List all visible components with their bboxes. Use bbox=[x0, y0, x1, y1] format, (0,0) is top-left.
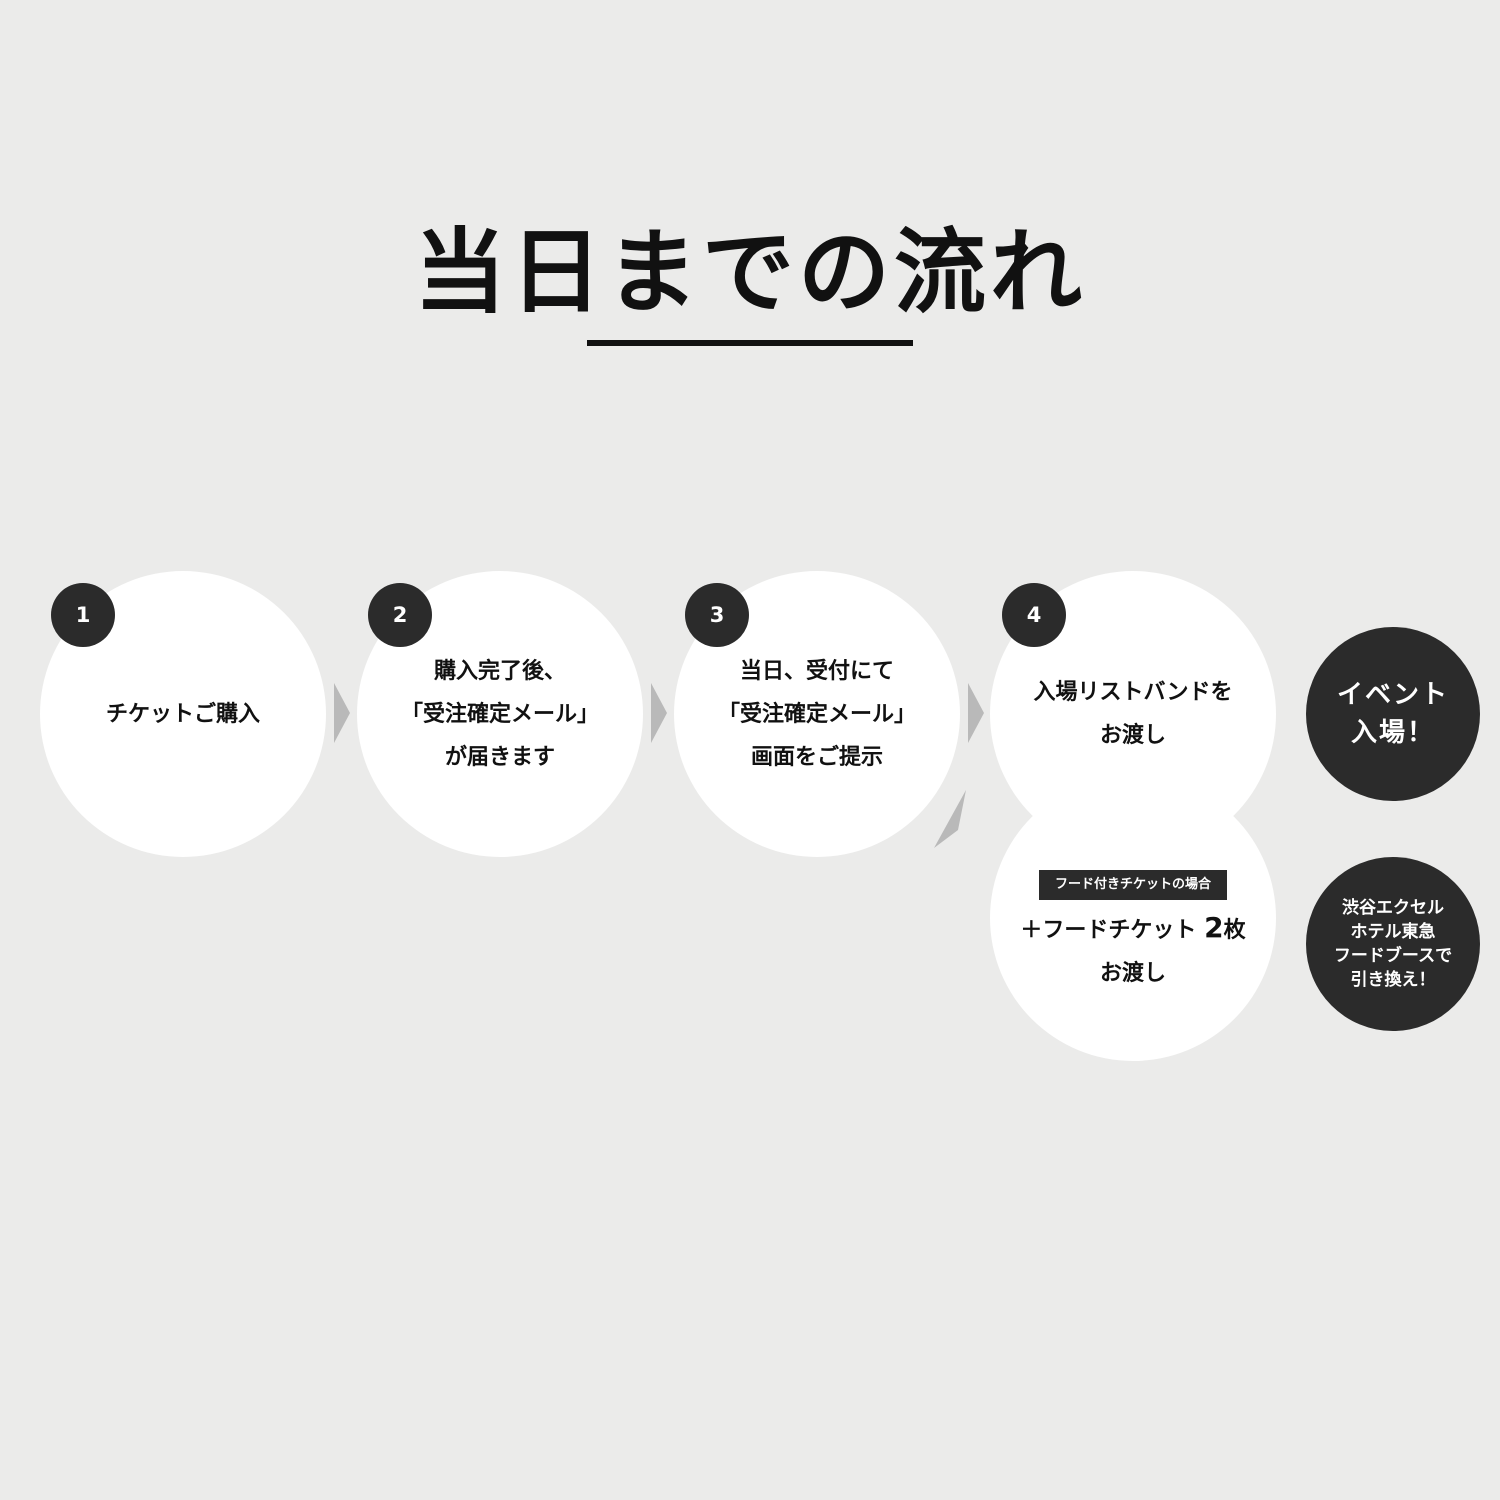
food-exchange-circle: 渋谷エクセル ホテル東急 フードブースで 引き換え！ bbox=[1306, 857, 1480, 1031]
food-ticket-count: 2 bbox=[1204, 910, 1224, 944]
food-exchange-line-3: フードブースで bbox=[1333, 946, 1453, 966]
event-entry-line-2: 入場！ bbox=[1350, 718, 1435, 748]
step-1-number-badge: 1 bbox=[51, 583, 115, 647]
step-2-line-1: 購入完了後、 bbox=[433, 658, 566, 684]
step-2-text: 購入完了後、 「受注確定メール」 が届きます bbox=[401, 650, 599, 779]
step-4-line-1: 入場リストバンドを bbox=[1033, 680, 1233, 705]
step-1-text: チケットご購入 bbox=[106, 693, 260, 736]
food-exchange-line-4: 引き換え！ bbox=[1350, 970, 1436, 990]
title-underline bbox=[587, 340, 913, 346]
step-3-line-1: 当日、受付にて bbox=[739, 658, 894, 684]
step-4-text: 入場リストバンドを お渡し bbox=[1033, 671, 1232, 757]
event-entry-circle: イベント 入場！ bbox=[1306, 627, 1480, 801]
page-title: 当日までの流れ bbox=[413, 219, 1086, 326]
food-exchange-line-1: 渋谷エクセル bbox=[1342, 898, 1444, 918]
arrow-right-icon bbox=[651, 683, 667, 743]
step-4-line-2: お渡し bbox=[1099, 723, 1166, 748]
food-ticket-unit: 枚 bbox=[1223, 917, 1246, 943]
step-2-number-badge: 2 bbox=[368, 583, 432, 647]
event-entry-line-1: イベント bbox=[1336, 680, 1449, 710]
food-ticket-handover: お渡し bbox=[1099, 960, 1166, 986]
food-exchange-line-2: ホテル東急 bbox=[1350, 922, 1436, 942]
food-ticket-tag: フード付きチケットの場合 bbox=[1038, 869, 1227, 900]
arrow-down-left-icon bbox=[934, 790, 966, 848]
arrow-right-icon bbox=[334, 683, 350, 743]
step-2-line-2: 「受注確定メール」 bbox=[400, 701, 599, 727]
food-ticket-prefix: ＋フードチケット bbox=[1020, 917, 1205, 943]
arrow-right-icon bbox=[968, 683, 984, 743]
step-2-line-3: が届きます bbox=[444, 744, 555, 770]
step-1-line-1: チケットご購入 bbox=[105, 701, 260, 727]
step-3-text: 当日、受付にて 「受注確定メール」 画面をご提示 bbox=[718, 650, 916, 779]
step-3-line-2: 「受注確定メール」 bbox=[717, 701, 916, 727]
step-3-line-3: 画面をご提示 bbox=[750, 744, 883, 770]
food-ticket-line: ＋フードチケット 2枚 bbox=[1020, 906, 1245, 952]
step-3-number-badge: 3 bbox=[685, 583, 749, 647]
step-4-number-badge: 4 bbox=[1002, 583, 1066, 647]
